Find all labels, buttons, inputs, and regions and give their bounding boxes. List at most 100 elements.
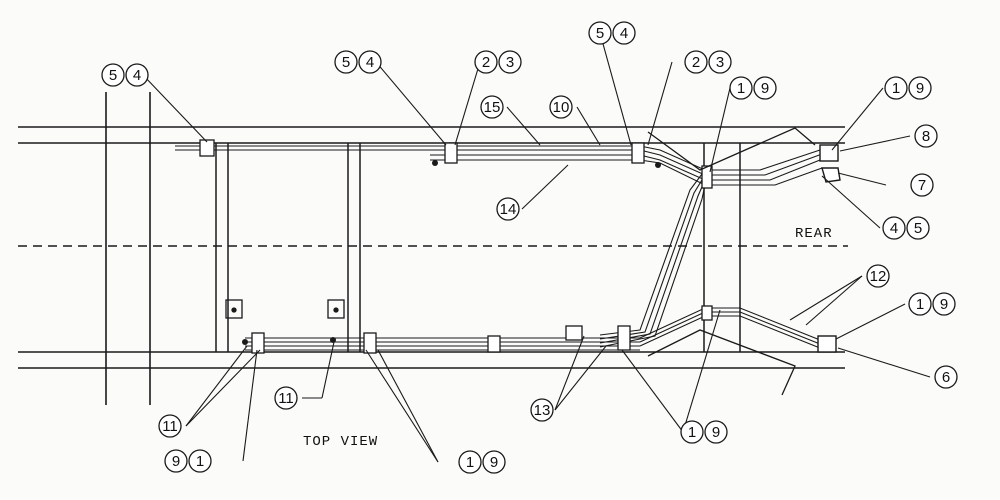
- callout-circle: [334, 50, 358, 74]
- callout-circle: [932, 292, 956, 316]
- callout-circle: [482, 450, 506, 474]
- callout-circle: [164, 449, 188, 473]
- callout-number: 1: [892, 80, 900, 97]
- callout-circle: [458, 450, 482, 474]
- callout-circle: [708, 50, 732, 74]
- callout-number: 9: [761, 80, 769, 97]
- callout-circle: [914, 124, 938, 148]
- callout-circle: [906, 216, 930, 240]
- fitting-dots: [242, 160, 661, 345]
- callout-number: 4: [890, 220, 898, 237]
- rear-label: REAR: [795, 226, 833, 242]
- callout-number: 4: [133, 67, 141, 84]
- callout-circle: [704, 420, 728, 444]
- callout-circle: [480, 95, 504, 119]
- tube-clamps: [199, 139, 713, 354]
- callout-number: 9: [490, 454, 498, 471]
- callout-c-7: 7: [910, 173, 934, 197]
- callout-number: 9: [712, 424, 720, 441]
- lower-tube-bundle: [245, 307, 821, 351]
- callout-circle: [729, 76, 753, 100]
- view-label: TOP VIEW: [303, 434, 378, 450]
- callout-c-15: 15: [480, 95, 504, 119]
- callout-number: 4: [620, 25, 628, 42]
- crossing-tube-bundle: [599, 169, 706, 348]
- callout-c-12: 12: [866, 264, 890, 288]
- callout-circle: [680, 420, 704, 444]
- callout-number: 13: [534, 402, 551, 419]
- callout-number: 5: [596, 25, 604, 42]
- callout-circle: [866, 264, 890, 288]
- callout-number: 14: [500, 201, 517, 218]
- callout-number: 3: [716, 54, 724, 71]
- component-7: [821, 167, 841, 183]
- callout-circle: [188, 449, 212, 473]
- callout-number: 15: [484, 99, 501, 116]
- callout-circle: [474, 50, 498, 74]
- callout-circle: [274, 386, 298, 410]
- callout-number: 9: [940, 296, 948, 313]
- callout-number: 1: [916, 296, 924, 313]
- callout-c-8: 8: [914, 124, 938, 148]
- callout-circle: [158, 414, 182, 438]
- gusset-plates: [225, 299, 345, 319]
- callout-number: 5: [342, 54, 350, 71]
- callout-number: 1: [737, 80, 745, 97]
- leader-lines: [142, 32, 931, 463]
- callout-number: 2: [482, 54, 490, 71]
- callout-number: 11: [278, 390, 294, 407]
- callout-number: 1: [688, 424, 696, 441]
- frame-rails: [18, 126, 845, 369]
- callout-number: 1: [466, 454, 474, 471]
- callout-circle: [530, 398, 554, 422]
- callout-circle: [125, 63, 149, 87]
- callout-circle: [908, 76, 932, 100]
- callout-c-14: 14: [496, 197, 520, 221]
- callout-number: 8: [922, 128, 930, 145]
- callout-number: 1: [196, 453, 204, 470]
- upper-tube-bundle: [175, 145, 823, 186]
- callout-circle: [884, 76, 908, 100]
- callout-c-13: 13: [530, 398, 554, 422]
- inner-crossmembers: [215, 143, 741, 352]
- callout-number: 6: [942, 369, 950, 386]
- callout-number: 9: [916, 80, 924, 97]
- callout-c-6: 6: [934, 365, 958, 389]
- callout-circle: [358, 50, 382, 74]
- callout-circle: [910, 173, 934, 197]
- callout-circle: [882, 216, 906, 240]
- callout-number: 5: [109, 67, 117, 84]
- callout-circle: [498, 50, 522, 74]
- callout-number: 4: [366, 54, 374, 71]
- callout-number: 5: [914, 220, 922, 237]
- callout-circle: [496, 197, 520, 221]
- rear-brackets: [647, 127, 816, 396]
- callout-c-11-a: 11: [158, 414, 182, 438]
- callout-number: 2: [692, 54, 700, 71]
- callout-number: 3: [506, 54, 514, 71]
- callout-circle: [684, 50, 708, 74]
- component-8: [819, 144, 839, 162]
- callout-circle: [612, 21, 636, 45]
- callout-number: 7: [918, 177, 926, 194]
- callout-circle: [934, 365, 958, 389]
- callout-circle: [908, 292, 932, 316]
- callout-circle: [101, 63, 125, 87]
- component-6: [817, 335, 837, 353]
- callout-number: 12: [870, 268, 887, 285]
- callout-circle: [549, 95, 573, 119]
